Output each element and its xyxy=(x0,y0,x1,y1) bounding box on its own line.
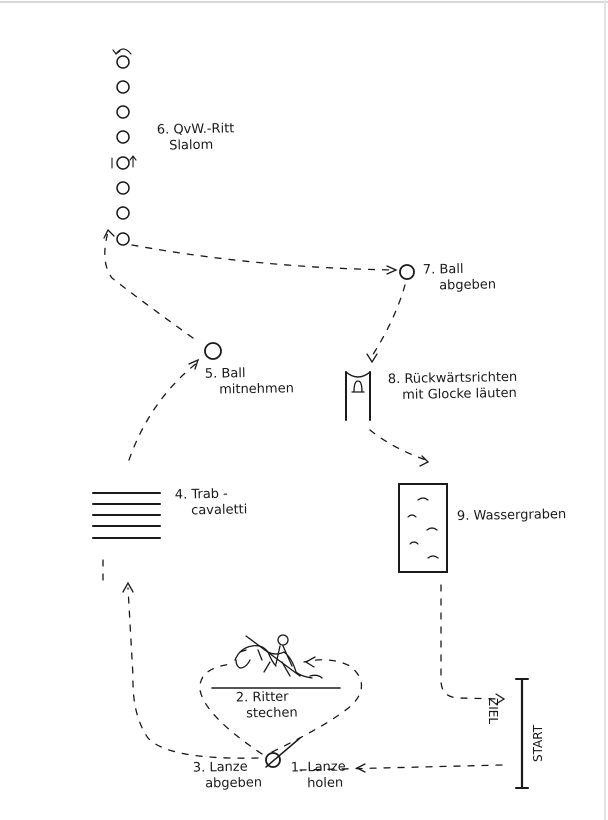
start-label: START xyxy=(531,724,545,762)
station-7-line-1: 7. Ball xyxy=(422,261,464,278)
slalom-pylons xyxy=(116,55,130,246)
water-waves xyxy=(407,497,439,559)
station-7-line-2: abgeben xyxy=(439,277,497,294)
station-7-label: 7. Ball abgeben xyxy=(423,261,497,294)
lance-station-circle xyxy=(265,752,281,768)
station-6-line-2: Slalom xyxy=(169,137,214,154)
station-3-label: 3. Lanze abgeben xyxy=(193,759,263,792)
ball-dropoff-circle xyxy=(399,264,415,280)
station-2-line-1: 2. Ritter xyxy=(235,689,289,706)
water-ditch xyxy=(398,483,448,573)
ziel-label: ZIEL xyxy=(486,698,500,725)
bell-icon xyxy=(351,380,365,393)
station-1-line-1: 1. Lanze xyxy=(290,759,346,776)
route-path xyxy=(102,231,503,771)
route-arrowheads xyxy=(103,228,506,773)
slalom-marker-right xyxy=(129,155,137,168)
station-4-line-2: cavaletti xyxy=(191,502,248,519)
station-1-line-2: holen xyxy=(307,775,344,792)
station-5-line-1: 5. Ball xyxy=(204,366,246,382)
slalom-turn-arrow xyxy=(115,48,132,55)
ball-pickup-circle xyxy=(204,342,222,360)
knight-horse-sketch xyxy=(234,634,323,679)
station-8-line-2: mit Glocke läuten xyxy=(402,385,517,403)
station-9-label: 9. Wassergraben xyxy=(457,507,567,525)
station-8-label: 8. Rückwärtsrichten mit Glocke läuten xyxy=(388,370,518,404)
station-1-label: 1. Lanze holen xyxy=(291,760,346,793)
station-6-label: 6. QvW.-Ritt Slalom xyxy=(157,121,235,154)
bell-gate xyxy=(345,371,371,421)
station-6-line-1: 6. QvW.-Ritt xyxy=(156,121,235,138)
station-4-line-1: 4. Trab - xyxy=(174,486,228,503)
station-2-line-2: stechen xyxy=(246,705,298,722)
station-3-line-2: abgeben xyxy=(205,775,263,792)
station-3-line-1: 3. Lanze xyxy=(192,759,248,776)
station-5-line-2: mitnehmen xyxy=(219,381,295,398)
station-5-label: 5. Ball mitnehmen xyxy=(205,365,294,399)
lance-icon xyxy=(265,737,301,768)
trab-cavaletti xyxy=(92,492,161,539)
station-4-label: 4. Trab - cavaletti xyxy=(175,486,248,519)
station-2-label: 2. Ritter stechen xyxy=(236,689,298,722)
station-9-line-1: 9. Wassergraben xyxy=(456,507,567,524)
